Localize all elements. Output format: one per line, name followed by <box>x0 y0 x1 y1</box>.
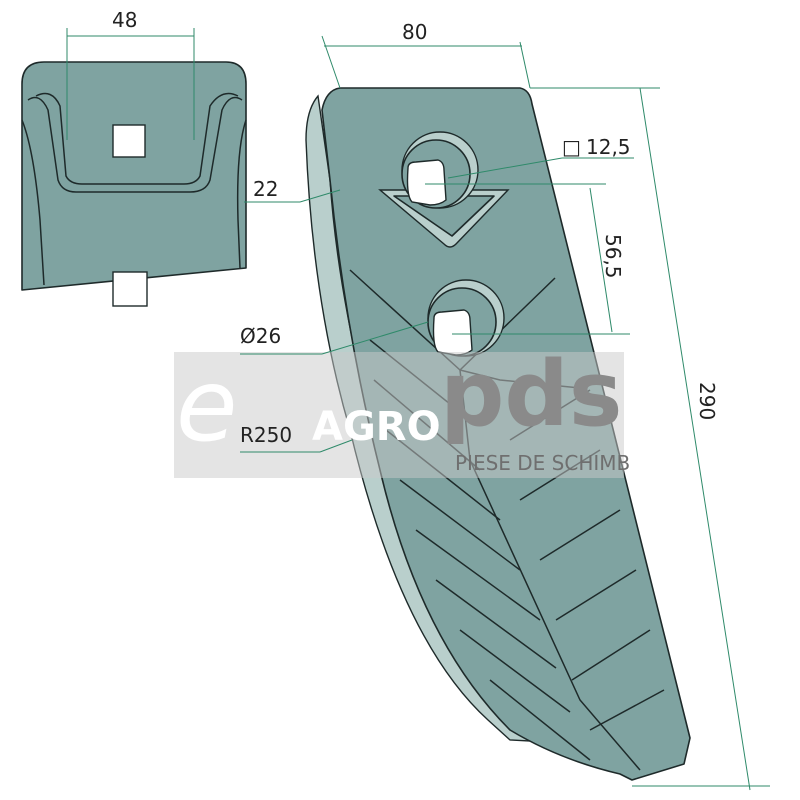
upper-square-hole <box>406 159 447 206</box>
dim-label-22: 22 <box>253 177 278 201</box>
dim-label-48: 48 <box>112 8 137 32</box>
watermark-tagline: PIESE DE SCHIMB <box>455 451 630 475</box>
watermark-band <box>174 352 624 478</box>
square-hole-bottom <box>112 271 148 307</box>
dim-label-diameter: Ø26 <box>240 324 281 348</box>
dim-label-56-5: 56,5 <box>601 234 625 279</box>
square-hole <box>112 124 146 158</box>
dim-label-80: 80 <box>402 20 427 44</box>
watermark-letter: e <box>176 347 238 464</box>
dim-label-radius: R250 <box>240 423 292 447</box>
square-symbol: □ <box>562 135 581 159</box>
watermark: e AGRO pds PIESE DE SCHIMB <box>174 342 630 478</box>
top-view <box>21 28 247 307</box>
lower-square-hole <box>432 309 473 356</box>
watermark-suffix: pds <box>440 342 622 447</box>
watermark-brand: AGRO <box>312 404 441 450</box>
dim-label-12-5: 12,5 <box>586 135 631 159</box>
dim-label-290: 290 <box>695 382 719 420</box>
dimension-lines <box>240 35 770 791</box>
